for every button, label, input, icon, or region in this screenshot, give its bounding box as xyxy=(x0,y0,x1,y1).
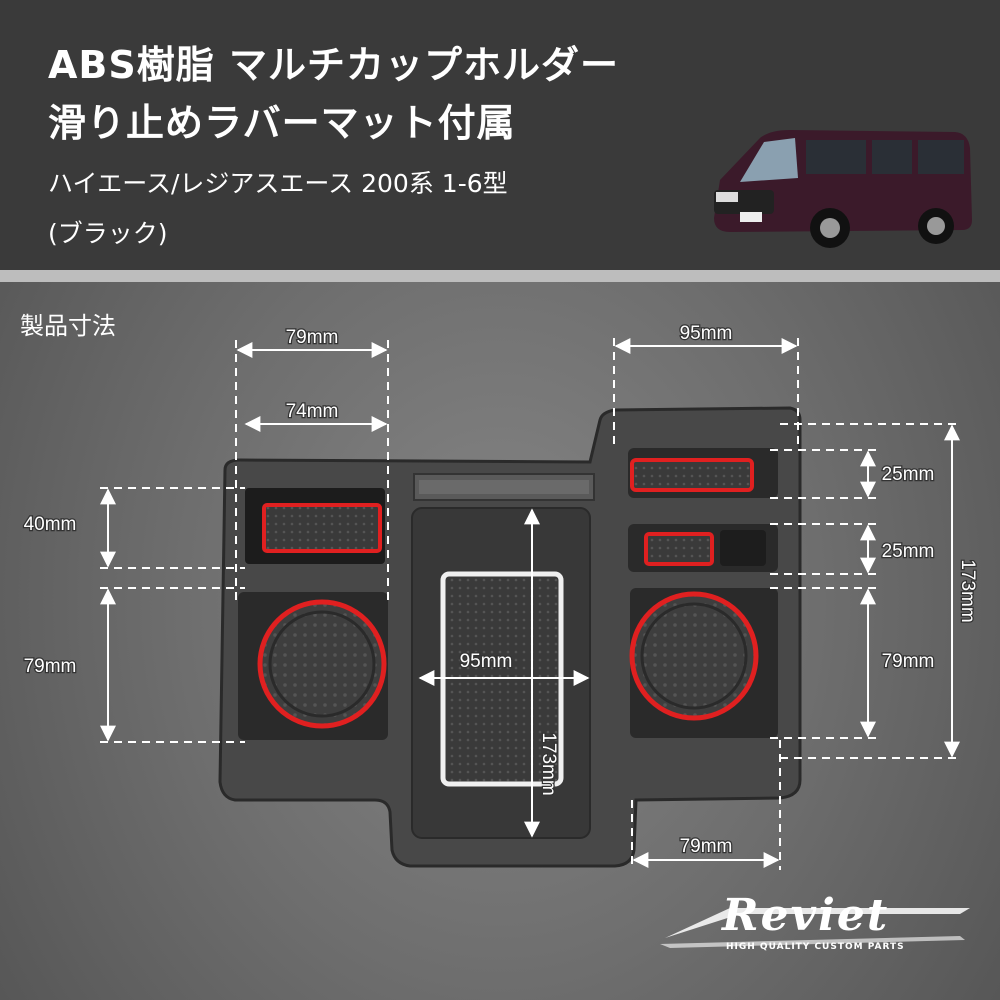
color-variant: (ブラック) xyxy=(48,219,168,248)
brand-logo: Reviet HIGH QUALITY CUSTOM PARTS xyxy=(660,890,980,960)
logo-wordmark: Reviet xyxy=(722,890,890,941)
logo-swoosh xyxy=(660,908,970,948)
van-photo xyxy=(714,130,972,248)
right-cup-holder xyxy=(629,588,778,738)
dimension-arrows xyxy=(100,338,960,868)
dimension-labels: 79mm 74mm 40mm 79mm 95mm 25mm 25mm 79mm … xyxy=(22,322,979,859)
vehicle-model: ハイエース/レジアスエース 200系 1-6型 xyxy=(48,169,508,198)
label-right-tray2-height: 25mm xyxy=(882,541,935,562)
label-right-tray1-height: 25mm xyxy=(882,464,935,485)
right-tray-middle xyxy=(628,524,778,572)
label-center-height: 173mm xyxy=(538,732,559,795)
label-center-width: 95mm xyxy=(460,651,513,672)
logo-tagline: HIGH QUALITY CUSTOM PARTS xyxy=(726,942,905,952)
label-left-cup-height: 79mm xyxy=(24,656,77,677)
product-title-line1: ABS樹脂 マルチカップホルダー xyxy=(48,43,619,87)
label-left-width-inner: 74mm xyxy=(286,401,339,422)
product-title-line2: 滑り止めラバーマット付属 xyxy=(48,101,516,145)
label-top-right-width: 95mm xyxy=(680,323,733,344)
label-left-tray-height: 40mm xyxy=(24,514,77,535)
left-small-tray xyxy=(245,488,385,564)
header-divider xyxy=(0,270,1000,282)
center-tray xyxy=(411,507,591,839)
label-right-total-height: 173mm xyxy=(957,559,978,622)
header-banner: ABS樹脂 マルチカップホルダー 滑り止めラバーマット付属 ハイエース/レジアス… xyxy=(0,0,1000,270)
label-right-cup-height: 79mm xyxy=(882,651,935,672)
label-left-width-outer: 79mm xyxy=(286,327,339,348)
left-cup-holder xyxy=(238,592,388,740)
right-tray-top xyxy=(628,448,778,498)
section-label: 製品寸法 xyxy=(20,312,116,340)
dimension-guides xyxy=(100,338,960,870)
label-bottom-right-width: 79mm xyxy=(680,836,733,857)
